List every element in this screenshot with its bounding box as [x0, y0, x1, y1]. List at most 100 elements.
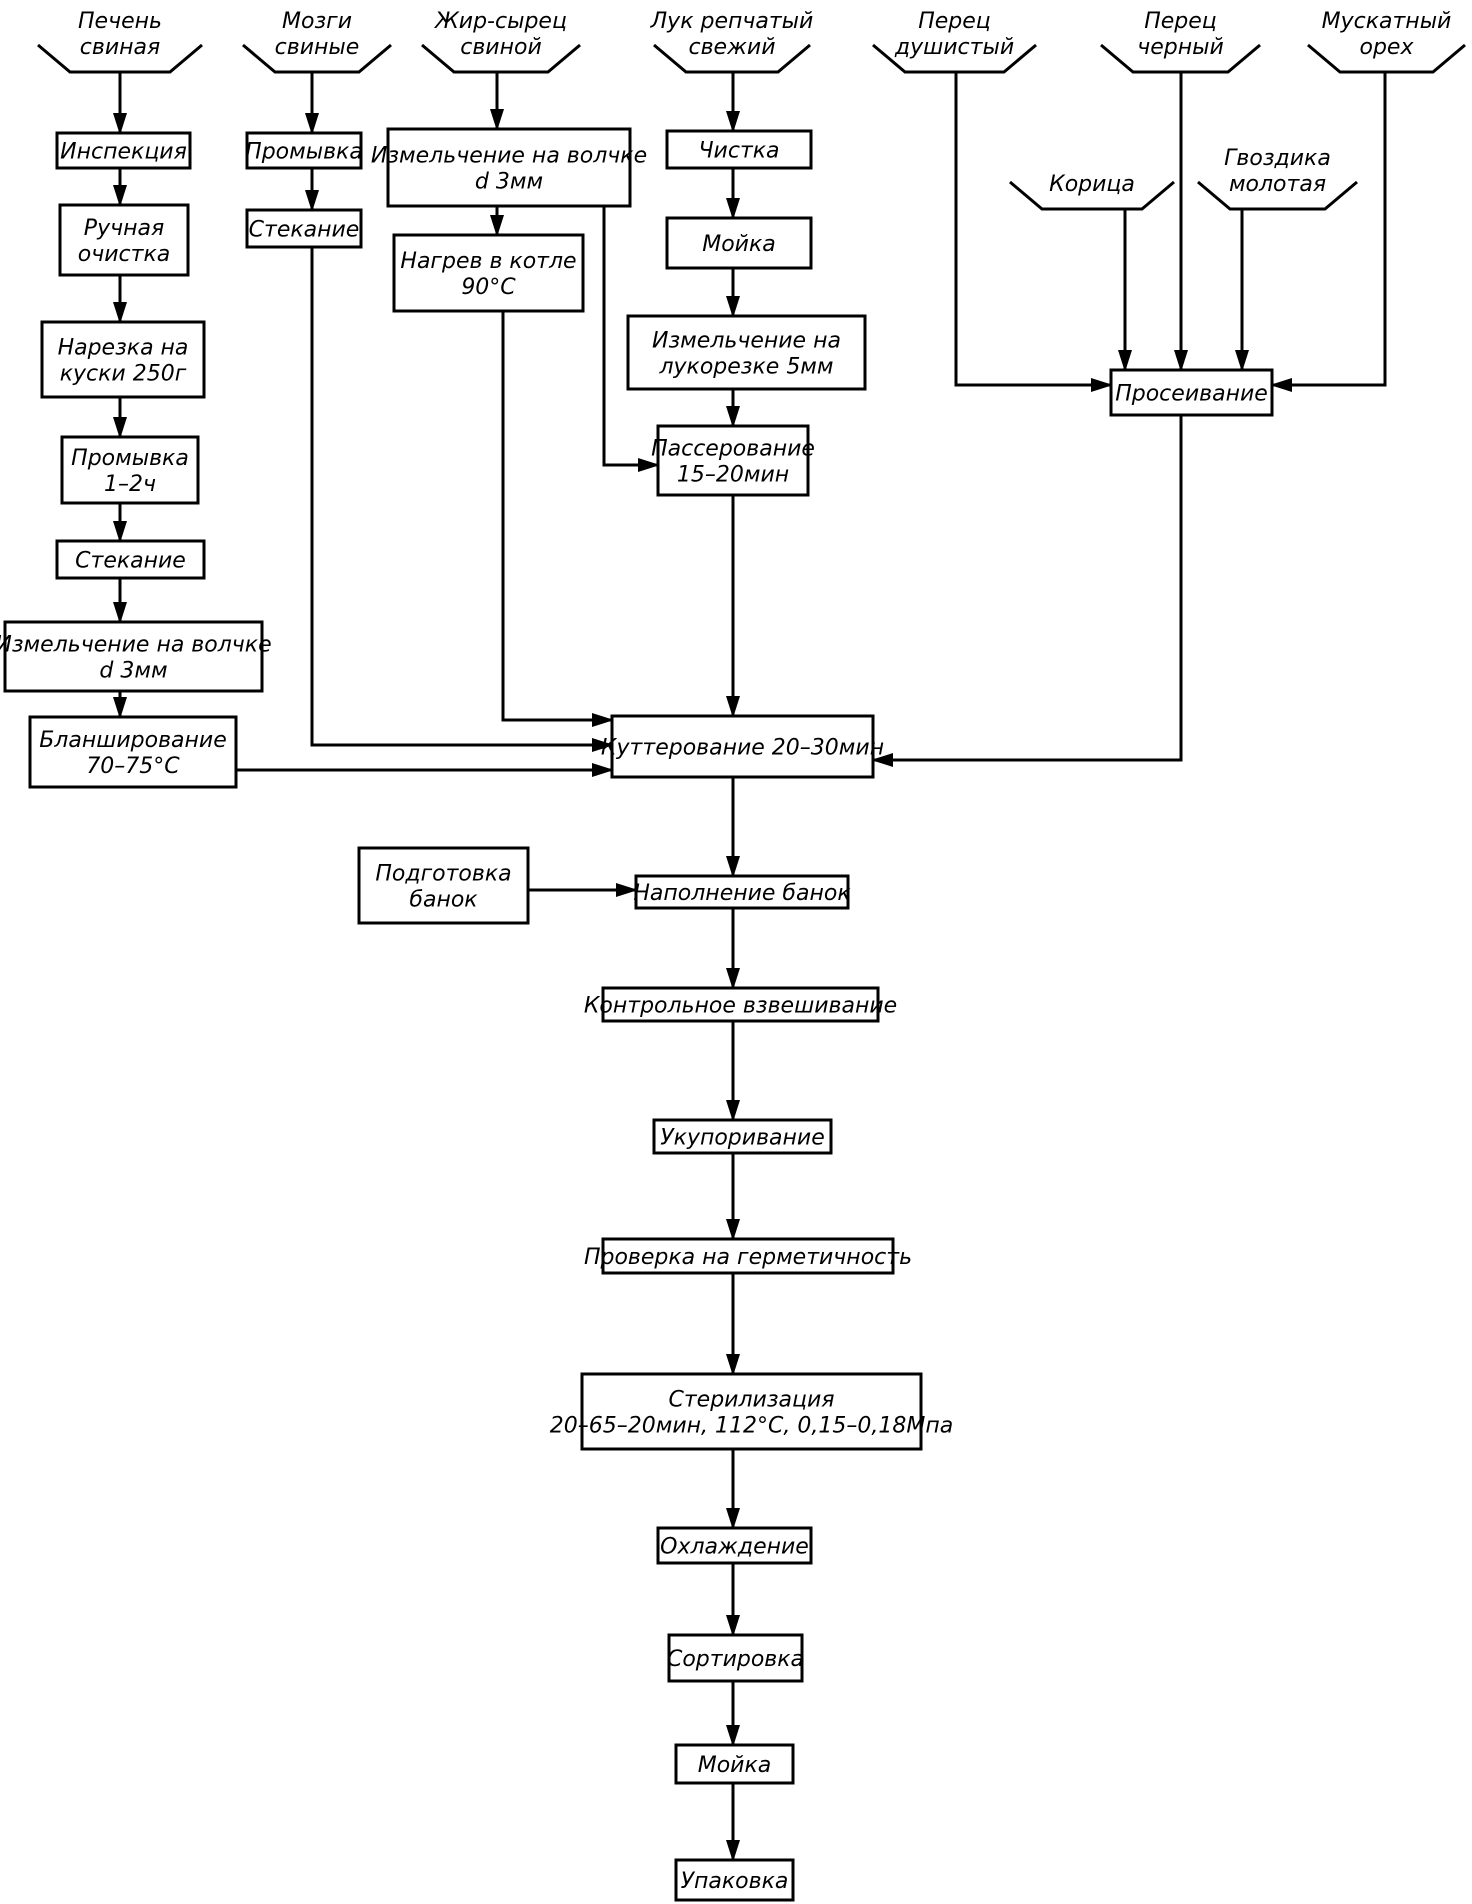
step-cooling: Охлаждение [656, 1526, 813, 1565]
step-box [656, 1526, 813, 1565]
step-box [601, 1237, 895, 1275]
step-label-line: Чистка [698, 138, 779, 163]
step-label-line: Проверка на герметичность [584, 1245, 912, 1270]
step-liver-draining: Стекание [55, 539, 206, 580]
step-box [674, 1858, 795, 1902]
step-box [392, 233, 585, 313]
step-label-line: 20–65–20мин, 112°С, 0,15–0,18Мпа [550, 1413, 953, 1438]
step-box [245, 208, 363, 249]
step-box [674, 1743, 795, 1785]
step-label-line: Мойка [702, 232, 776, 257]
step-brains-washing: Промывка [245, 131, 363, 170]
step-label-line: Укупоривание [660, 1125, 824, 1150]
step-label-line: Промывка [71, 446, 189, 471]
raw-material-cinnamon: Корица [1009, 172, 1175, 211]
step-label-line: 1–2ч [104, 472, 156, 497]
step-label-line: Упаковка [681, 1869, 789, 1894]
step-label-line: 70–75°С [86, 754, 180, 779]
step-box [58, 203, 190, 277]
step-label-line: Измельчение на волчке [0, 632, 272, 657]
step-label-line: банок [409, 887, 478, 912]
step-label-line: 15–20мин [677, 462, 789, 487]
funnel-label-line: Лук репчатый [650, 9, 814, 34]
step-label-line: Нагрев в котле [400, 249, 576, 274]
step-label-line: d 3мм [99, 658, 167, 683]
step-label-line: Наполнение банок [633, 881, 851, 906]
step-label-line: Ручная [84, 216, 164, 241]
step-cuttering: Куттерование 20–30мин [601, 714, 884, 779]
step-label-line: Контрольное взвешивание [584, 993, 897, 1018]
step-label-line: Просеивание [1115, 381, 1268, 406]
step-label-line: Куттерование 20–30мин [601, 735, 884, 760]
step-label-line: Нарезка на [58, 335, 189, 360]
step-box [55, 131, 192, 170]
funnel-label-line: свиная [80, 35, 160, 60]
step-label-line: Стекание [249, 217, 360, 242]
step-label-line: Промывка [245, 139, 363, 164]
step-label-line: 90°С [461, 275, 516, 300]
step-onion-peeling: Чистка [665, 129, 813, 170]
funnel-icon [37, 43, 203, 74]
step-box [28, 715, 238, 789]
step-box [55, 539, 206, 580]
step-label-line: Измельчение на [652, 328, 841, 353]
step-box [665, 216, 813, 270]
step-label-line: Бланширование [39, 728, 227, 753]
funnel-icon [421, 43, 581, 74]
step-box [652, 1118, 833, 1155]
step-box [601, 986, 880, 1023]
step-label-line: Стерилизация [668, 1387, 834, 1412]
step-sorting: Сортировка [667, 1633, 804, 1683]
arrow-sieving-to-cuttering [871, 415, 1183, 767]
funnel-label-line: свежий [688, 35, 775, 60]
step-label-line: очистка [78, 242, 170, 267]
step-box [626, 314, 867, 391]
funnel-icon [1100, 43, 1261, 74]
step-washing: Мойка [674, 1743, 795, 1785]
funnel-label-line: свиные [275, 35, 360, 60]
step-box [580, 1372, 923, 1451]
funnel-label-line: молотая [1229, 172, 1326, 197]
funnel-icon [1307, 43, 1466, 74]
step-sealing: Укупоривание [652, 1118, 833, 1155]
funnel-label-line: Жир-сырец [433, 9, 567, 34]
funnel-label-line: Мозги [282, 9, 352, 34]
step-box [610, 714, 875, 779]
step-tightness-check: Проверка на герметичность [584, 1237, 912, 1275]
step-box [1109, 368, 1274, 417]
step-box [665, 129, 813, 170]
funnel-icon [1009, 180, 1175, 211]
funnel-label-line: черный [1137, 35, 1224, 60]
funnel-label-line: Перец [918, 9, 991, 34]
step-brains-draining: Стекание [245, 208, 363, 249]
funnel-label-line: свиной [460, 35, 542, 60]
step-label-line: Сортировка [667, 1647, 804, 1672]
arrow-allspice-to-sieving [954, 72, 1113, 392]
arrow-fat-heating-to-cuttering [501, 311, 614, 727]
step-label-line: Измельчение на волчке [371, 143, 647, 168]
funnel-label-line: душистый [894, 35, 1014, 60]
step-label-line: Охлаждение [660, 1534, 809, 1559]
step-weighing: Контрольное взвешивание [584, 986, 897, 1023]
funnel-icon [872, 43, 1037, 74]
funnel-label-line: Корица [1049, 172, 1135, 197]
funnel-label-line: Перец [1144, 9, 1217, 34]
funnel-label-line: орех [1360, 35, 1415, 60]
funnel-icon [1197, 180, 1358, 211]
arrow-fat-mincing-to-frying [602, 206, 660, 472]
